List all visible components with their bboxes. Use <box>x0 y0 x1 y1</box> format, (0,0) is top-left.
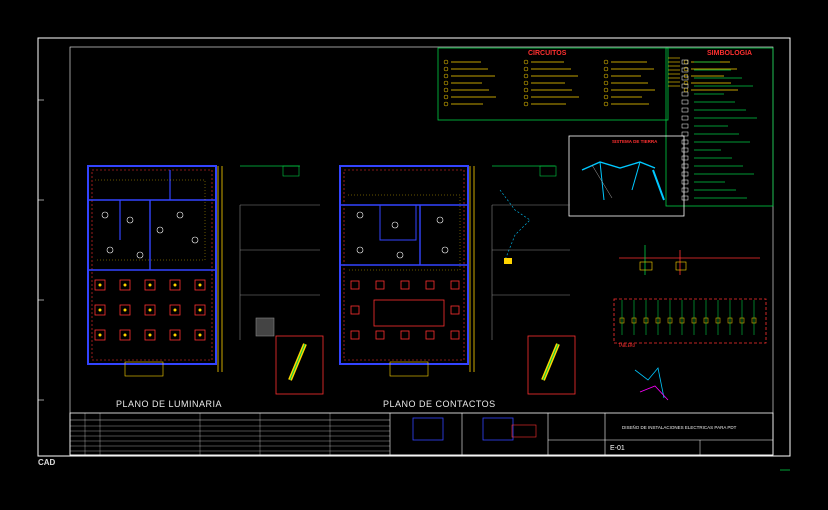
sheet-code: E-01 <box>610 445 625 452</box>
north-arrow-icon <box>634 367 669 401</box>
cad-tag: CAD <box>38 458 56 467</box>
symbology-title: SIMBOLOGIA <box>707 50 753 57</box>
plan-contactos-title: PLANO DE CONTACTOS <box>383 399 496 409</box>
ground-system-title: SISTEMA DE TIERRA <box>612 139 658 144</box>
sheet-border-outer <box>37 37 791 457</box>
circuits-table <box>437 47 738 121</box>
plan-luminaria <box>87 165 324 395</box>
project-title: DISEÑO DE INSTALACIONES ELECTRICAS PARA … <box>622 425 737 430</box>
plan-luminaria-title: PLANO DE LUMINARIA <box>116 399 223 409</box>
sheet-border-inner <box>69 46 774 456</box>
single-line-diagram: TABLERO <box>613 245 767 348</box>
symbology-legend <box>665 47 774 207</box>
title-block <box>69 412 774 456</box>
circuits-title: CIRCUITOS <box>528 50 567 57</box>
svg-text:TABLERO: TABLERO <box>618 343 635 348</box>
ground-system-detail <box>568 135 685 217</box>
plan-contactos <box>339 165 576 395</box>
